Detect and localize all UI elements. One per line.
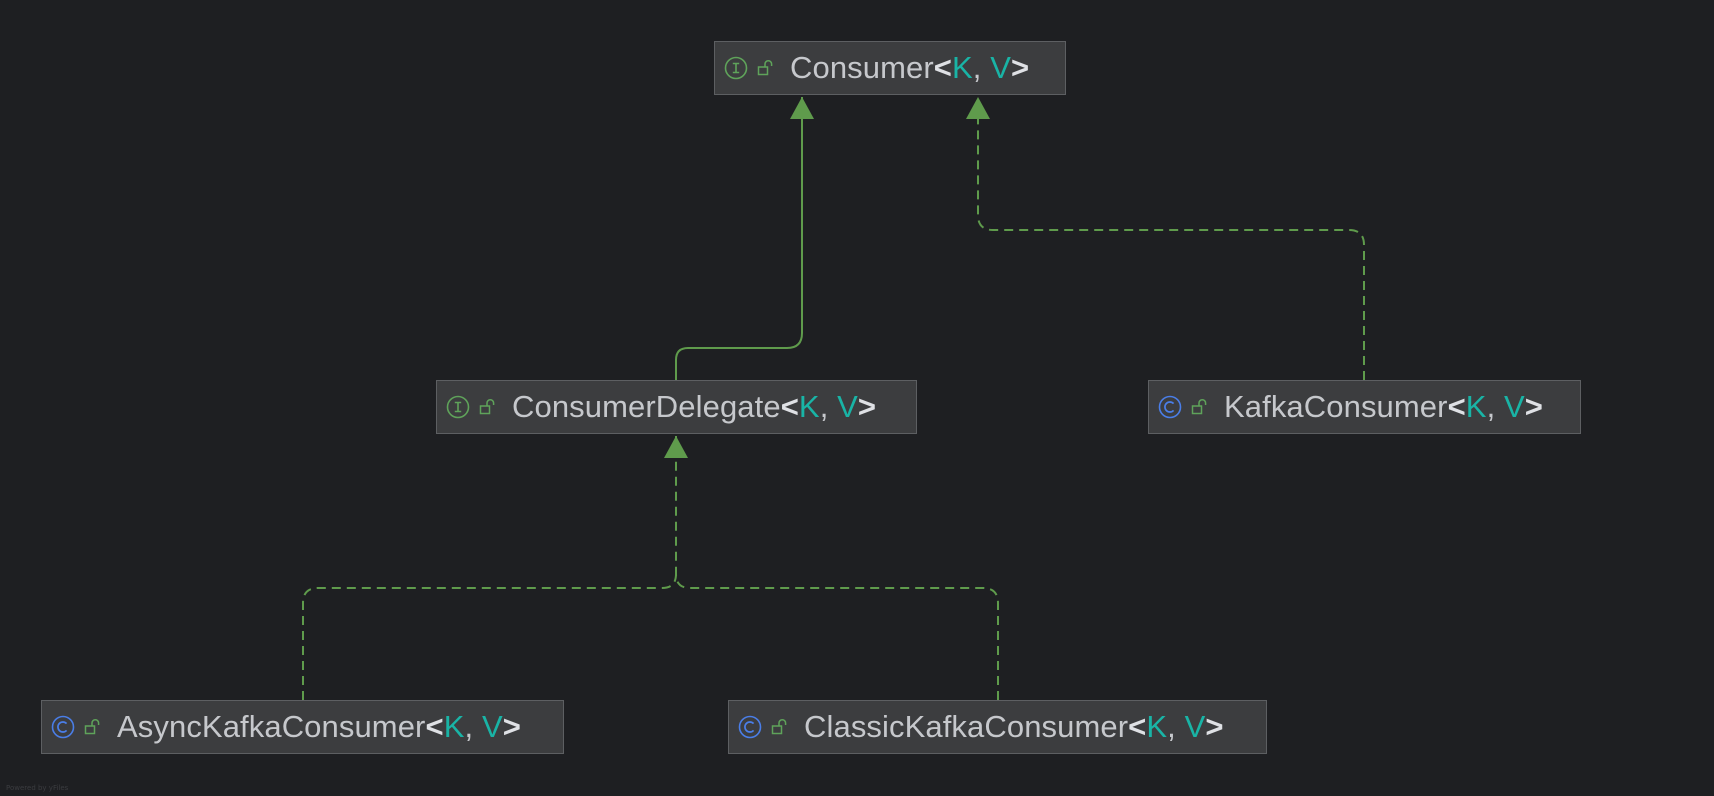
class-icon <box>51 715 75 739</box>
type-parameter: K <box>1465 389 1487 424</box>
node-title: ConsumerDelegate<K, V> <box>512 389 876 425</box>
type-param-separator: , <box>819 389 838 424</box>
type-parameter: K <box>1146 709 1168 744</box>
type-parameter: V <box>990 50 1012 85</box>
arrowhead-consumer-right <box>966 97 990 119</box>
generic-open-bracket: < <box>933 50 953 85</box>
node-title: AsyncKafkaConsumer<K, V> <box>117 709 521 745</box>
type-parameter: V <box>1184 709 1206 744</box>
generic-open-bracket: < <box>780 389 799 424</box>
class-icon <box>738 715 762 739</box>
edge-async-kafka-consumer-to-consumer-delegate <box>302 573 677 700</box>
arrowhead-consumer-left <box>790 97 814 119</box>
type-name: KafkaConsumer <box>1224 389 1448 424</box>
type-name: Consumer <box>790 50 934 85</box>
generic-open-bracket: < <box>1447 389 1466 424</box>
public-visibility-icon <box>1190 397 1210 417</box>
interface-icon <box>724 56 748 80</box>
type-parameter: K <box>952 50 973 85</box>
generic-close-bracket: > <box>1011 50 1030 85</box>
node-title: KafkaConsumer<K, V> <box>1224 389 1543 425</box>
public-visibility-icon <box>478 397 498 417</box>
footer-attribution: Powered by yFiles <box>6 784 69 792</box>
type-param-separator: , <box>972 50 991 85</box>
type-parameter: V <box>481 709 503 744</box>
generic-open-bracket: < <box>1128 709 1147 744</box>
generic-open-bracket: < <box>425 709 444 744</box>
class-icon <box>1158 395 1182 419</box>
public-visibility-icon <box>770 717 790 737</box>
node-classic-kafka-consumer[interactable]: ClassicKafkaConsumer<K, V> <box>728 700 1267 754</box>
type-name: ConsumerDelegate <box>512 389 781 424</box>
edge-consumer-delegate-to-consumer <box>675 97 803 380</box>
interface-icon <box>446 395 470 419</box>
type-parameter: V <box>1504 389 1525 424</box>
type-name: AsyncKafkaConsumer <box>117 709 426 744</box>
arrowhead-consumer-delegate <box>664 436 688 458</box>
type-name: ClassicKafkaConsumer <box>804 709 1129 744</box>
type-param-separator: , <box>1486 389 1505 424</box>
public-visibility-icon <box>756 58 776 78</box>
generic-close-bracket: > <box>502 709 521 744</box>
generic-close-bracket: > <box>1524 389 1544 424</box>
node-consumer[interactable]: Consumer<K, V> <box>714 41 1066 95</box>
node-kafka-consumer[interactable]: KafkaConsumer<K, V> <box>1148 380 1581 434</box>
edge-classic-kafka-consumer-to-consumer-delegate <box>675 436 999 700</box>
node-title: ClassicKafkaConsumer<K, V> <box>804 709 1224 745</box>
type-param-separator: , <box>1167 709 1185 744</box>
node-async-kafka-consumer[interactable]: AsyncKafkaConsumer<K, V> <box>41 700 564 754</box>
type-parameter: K <box>443 709 465 744</box>
type-param-separator: , <box>464 709 482 744</box>
generic-close-bracket: > <box>1205 709 1224 744</box>
public-visibility-icon <box>83 717 103 737</box>
generic-close-bracket: > <box>857 389 877 424</box>
node-title: Consumer<K, V> <box>790 50 1029 86</box>
edge-kafka-consumer-to-consumer <box>977 97 1365 380</box>
type-parameter: V <box>837 389 858 424</box>
node-consumer-delegate[interactable]: ConsumerDelegate<K, V> <box>436 380 917 434</box>
type-parameter: K <box>798 389 820 424</box>
